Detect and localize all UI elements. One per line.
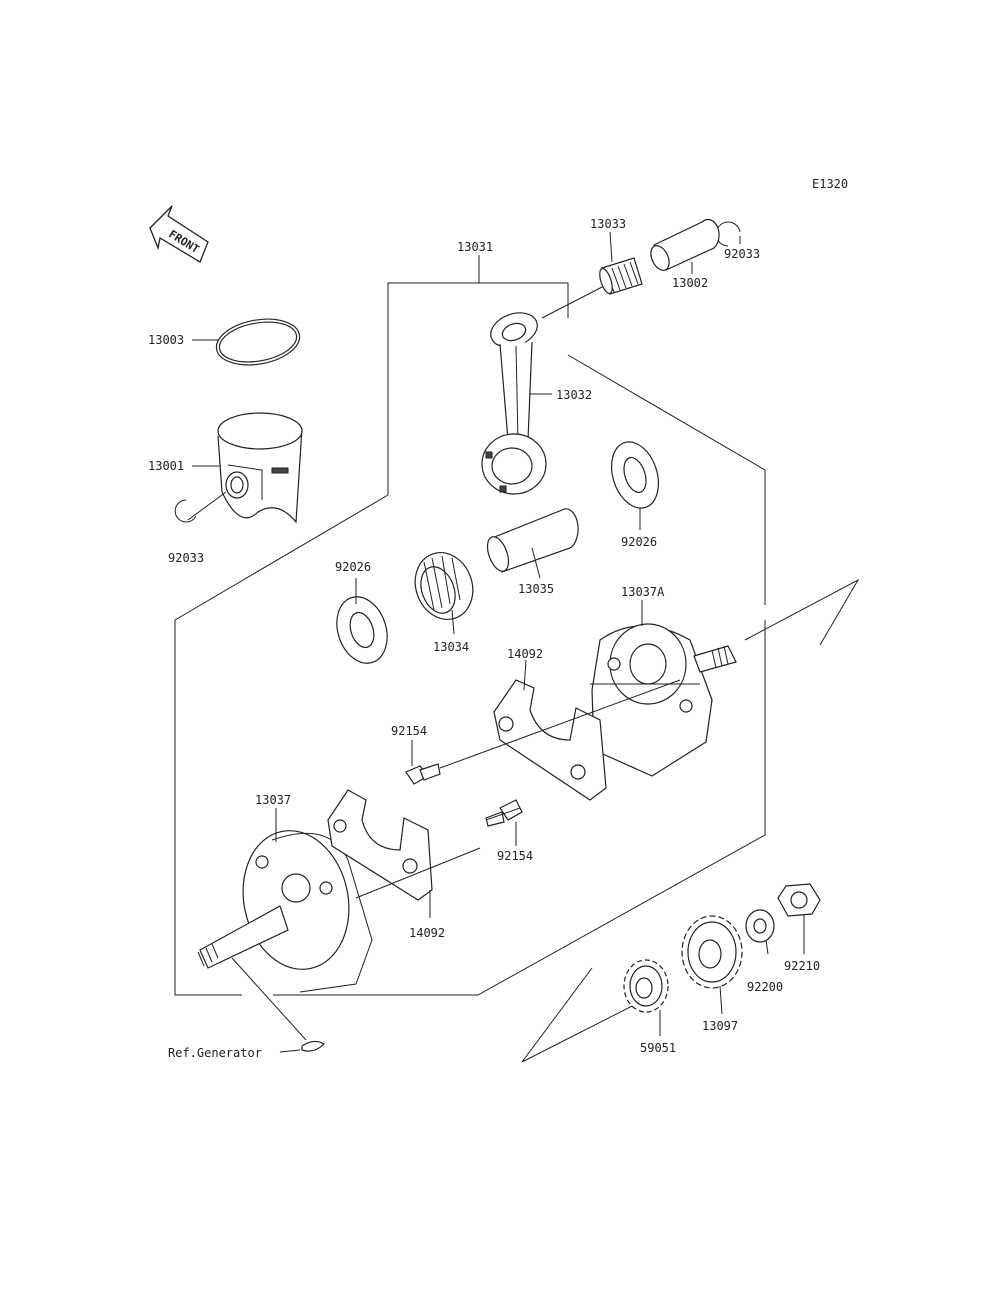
piston-ring xyxy=(215,318,301,366)
washer xyxy=(745,909,775,943)
big-end-bearing xyxy=(414,552,474,620)
diagram-code: E1320 xyxy=(812,177,848,191)
circlip-right xyxy=(715,221,741,247)
label-92200: 92200 xyxy=(747,980,783,994)
label-13097: 13097 xyxy=(702,1019,738,1033)
label-13003: 13003 xyxy=(148,333,184,347)
label-13001: 13001 xyxy=(148,459,184,473)
piston xyxy=(217,412,303,524)
label-13002: 13002 xyxy=(672,276,708,290)
label-92026-right: 92026 xyxy=(621,535,657,549)
label-92026-left: 92026 xyxy=(335,560,371,574)
crank-half-left xyxy=(197,830,373,993)
label-92033-left: 92033 xyxy=(168,551,204,565)
label-92154-lower: 92154 xyxy=(497,849,533,863)
bolt-lower xyxy=(485,799,523,827)
key-ref-generator xyxy=(231,957,325,1053)
label-13032: 13032 xyxy=(556,388,592,402)
label-92033-right: 92033 xyxy=(724,247,760,261)
label-59051: 59051 xyxy=(640,1041,676,1055)
label-13037A: 13037A xyxy=(621,585,665,599)
counterweight-right xyxy=(493,679,607,801)
label-13037: 13037 xyxy=(255,793,291,807)
piston-pin xyxy=(650,218,720,271)
axis-lines xyxy=(355,679,681,899)
circlip-left xyxy=(174,499,197,523)
label-13035: 13035 xyxy=(518,582,554,596)
small-end-bearing xyxy=(599,257,643,295)
thrust-washer-right xyxy=(610,441,660,509)
label-92210: 92210 xyxy=(784,959,820,973)
front-arrow-icon: FRONT xyxy=(149,205,209,263)
gear-small xyxy=(623,959,669,1013)
label-13033: 13033 xyxy=(590,217,626,231)
bolt-upper xyxy=(405,763,441,785)
label-92154-upper: 92154 xyxy=(391,724,427,738)
counterweight-left xyxy=(327,789,433,901)
label-13031: 13031 xyxy=(457,240,493,254)
label-14092-right: 14092 xyxy=(507,647,543,661)
label-leaders xyxy=(187,231,805,1036)
crank-half-right xyxy=(590,623,737,777)
label-14092-left: 14092 xyxy=(409,926,445,940)
assembly-frame xyxy=(174,255,860,1063)
gear-primary xyxy=(681,915,743,989)
crank-pin xyxy=(486,508,579,573)
thrust-washer-left xyxy=(336,596,388,664)
connecting-rod xyxy=(481,312,547,495)
label-13034: 13034 xyxy=(433,640,469,654)
nut xyxy=(777,883,821,917)
ref-generator-label: Ref.Generator xyxy=(168,1046,262,1060)
